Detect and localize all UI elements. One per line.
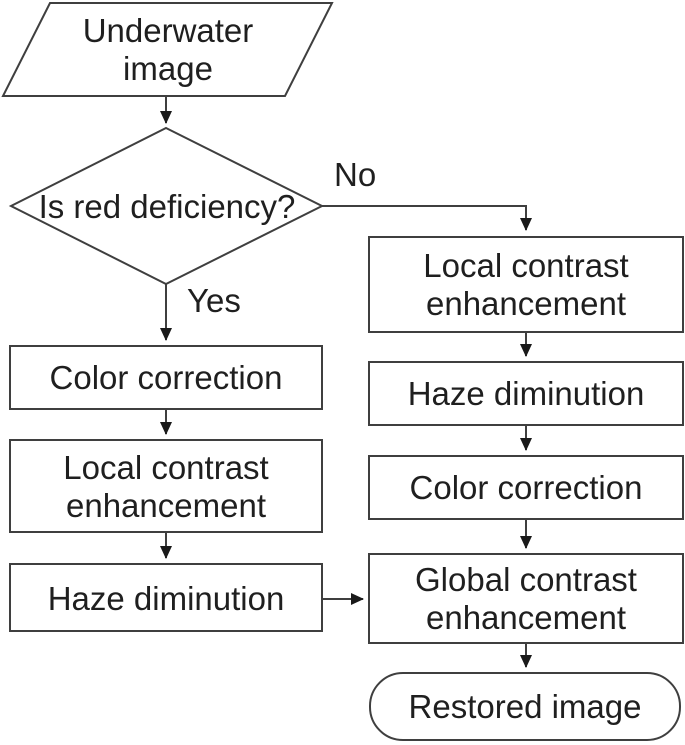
no-color-correction-label: Color correction	[410, 469, 643, 506]
start-parallelogram	[1, 2, 334, 97]
no-haze-diminution-box	[368, 361, 684, 426]
global-contrast-label-line2: enhancement	[426, 599, 626, 636]
yes-haze-diminution-label: Haze diminution	[48, 580, 285, 617]
decision-label: Is red deficiency?	[39, 188, 296, 225]
no-branch-label: No	[334, 156, 376, 193]
yes-local-contrast-box	[9, 439, 323, 533]
global-contrast-box	[368, 553, 684, 644]
no-color-correction-box	[368, 455, 684, 520]
no-local-contrast-label-line1: Local contrast	[423, 247, 628, 284]
start-label-line1: Underwater	[83, 12, 254, 49]
yes-local-contrast-label-line2: enhancement	[66, 487, 266, 524]
restored-image-label: Restored image	[409, 688, 642, 725]
no-local-contrast-box	[368, 236, 684, 333]
no-local-contrast-label-line2: enhancement	[426, 285, 626, 322]
yes-color-correction-label: Color correction	[50, 359, 283, 396]
no-haze-diminution-label: Haze diminution	[408, 375, 645, 412]
yes-branch-label: Yes	[187, 282, 241, 319]
restored-image-terminator	[369, 672, 681, 741]
decision-diamond	[8, 126, 325, 286]
yes-local-contrast-label-line1: Local contrast	[63, 449, 268, 486]
start-label-line2: image	[123, 50, 213, 87]
global-contrast-label-line1: Global contrast	[415, 561, 637, 598]
yes-haze-diminution-box	[9, 563, 323, 632]
yes-color-correction-box	[9, 345, 323, 410]
edge-decision-no-branch	[322, 205, 532, 231]
